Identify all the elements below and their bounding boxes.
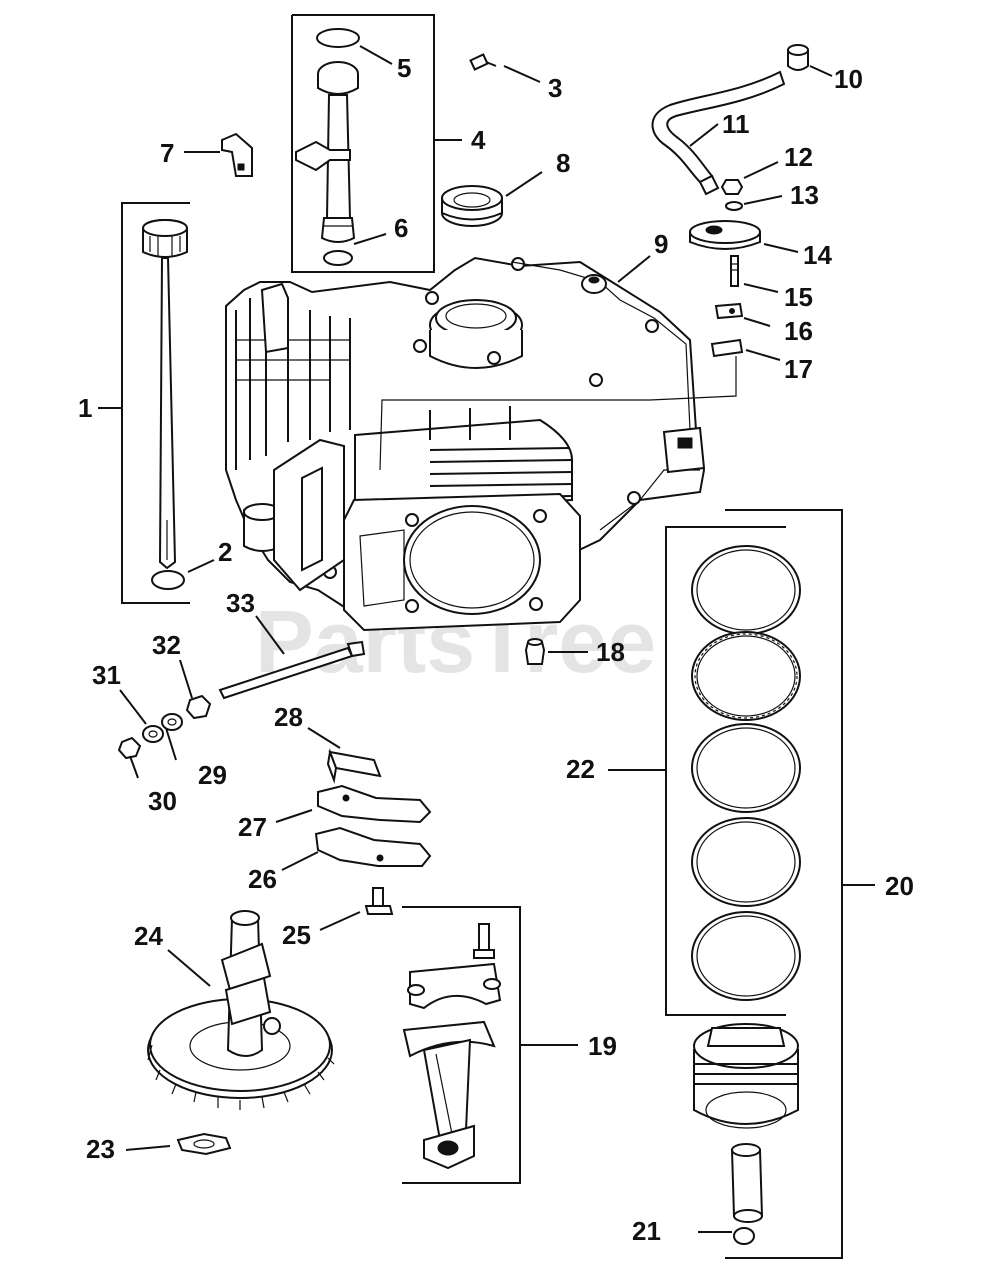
tube-bottom-o-ring (323, 250, 353, 266)
callout-24: 24 (134, 921, 163, 951)
callout-7: 7 (160, 138, 174, 168)
bracket-1 (98, 202, 190, 604)
callout-8: 8 (556, 148, 570, 178)
callout-19: 19 (588, 1031, 617, 1061)
piston-ring-3 (691, 723, 801, 813)
callout-20: 20 (885, 871, 914, 901)
camshaft-shim (176, 1132, 232, 1156)
piston-ring-1 (691, 545, 801, 635)
callout-labels: 1 2 3 4 5 6 7 8 9 10 11 12 13 14 15 16 1… (78, 53, 914, 1246)
camshaft-gear (147, 910, 335, 1110)
governor-plate-26 (314, 826, 432, 867)
crankcase (225, 256, 737, 632)
breather-hose (651, 70, 786, 196)
callout-27: 27 (238, 812, 267, 842)
washer-31 (142, 725, 164, 743)
callout-2: 2 (218, 537, 232, 567)
callout-28: 28 (274, 702, 303, 732)
callout-21: 21 (632, 1216, 661, 1246)
callout-25: 25 (282, 920, 311, 950)
dipstick-o-ring (151, 570, 185, 590)
nut-12 (720, 179, 744, 195)
callout-32: 32 (152, 630, 181, 660)
callout-11: 11 (722, 109, 750, 139)
dipstick (142, 218, 188, 570)
governor-block-28 (326, 748, 382, 784)
callout-33: 33 (226, 588, 255, 618)
callout-5: 5 (397, 53, 411, 83)
piston-pin-retainer (733, 1227, 755, 1245)
governor-shaft (218, 640, 366, 700)
piston-ring-5 (691, 911, 801, 1001)
bracket-20 (725, 509, 875, 1259)
breather-reed-16 (714, 302, 744, 320)
washer-13 (725, 201, 743, 211)
callout-30: 30 (148, 786, 177, 816)
dipstick-tube (295, 61, 359, 243)
callout-13: 13 (790, 180, 819, 210)
piston-ring-2 (691, 631, 801, 721)
drain-plug (524, 638, 546, 665)
piston (693, 1023, 799, 1129)
spacer-29 (161, 713, 183, 731)
callout-22: 22 (566, 754, 595, 784)
bracket-19 (402, 906, 578, 1184)
governor-plate-27 (317, 784, 432, 824)
leader-lines (119, 45, 833, 1233)
callout-29: 29 (198, 760, 227, 790)
callout-3: 3 (548, 73, 562, 103)
tube-top-o-ring (316, 28, 360, 48)
callout-6: 6 (394, 213, 408, 243)
callout-10: 10 (834, 64, 863, 94)
callout-18: 18 (596, 637, 625, 667)
stud-15 (730, 255, 739, 287)
callout-31: 31 (92, 660, 121, 690)
callout-9: 9 (654, 229, 668, 259)
callout-16: 16 (784, 316, 813, 346)
nut-30 (117, 736, 142, 760)
bracket-22 (608, 526, 786, 1016)
bracket-7 (221, 132, 253, 177)
piston-pin (730, 1143, 764, 1223)
connecting-rod (402, 923, 502, 1170)
oil-sensor (581, 274, 607, 294)
breather-cover (689, 220, 761, 250)
callout-1: 1 (78, 393, 92, 423)
bolt-25 (364, 887, 394, 915)
breather-filter-17 (710, 338, 744, 358)
oil-seal (441, 185, 503, 227)
screw-3 (469, 53, 497, 71)
callout-17: 17 (784, 354, 813, 384)
callout-23: 23 (86, 1134, 115, 1164)
callout-14: 14 (803, 240, 832, 270)
callout-4: 4 (471, 125, 486, 155)
callout-12: 12 (784, 142, 813, 172)
hose-clamp (787, 44, 809, 71)
callout-26: 26 (248, 864, 277, 894)
piston-ring-4 (691, 817, 801, 907)
callout-15: 15 (784, 282, 813, 312)
bracket-4 (291, 14, 462, 273)
nut-32 (185, 694, 212, 720)
